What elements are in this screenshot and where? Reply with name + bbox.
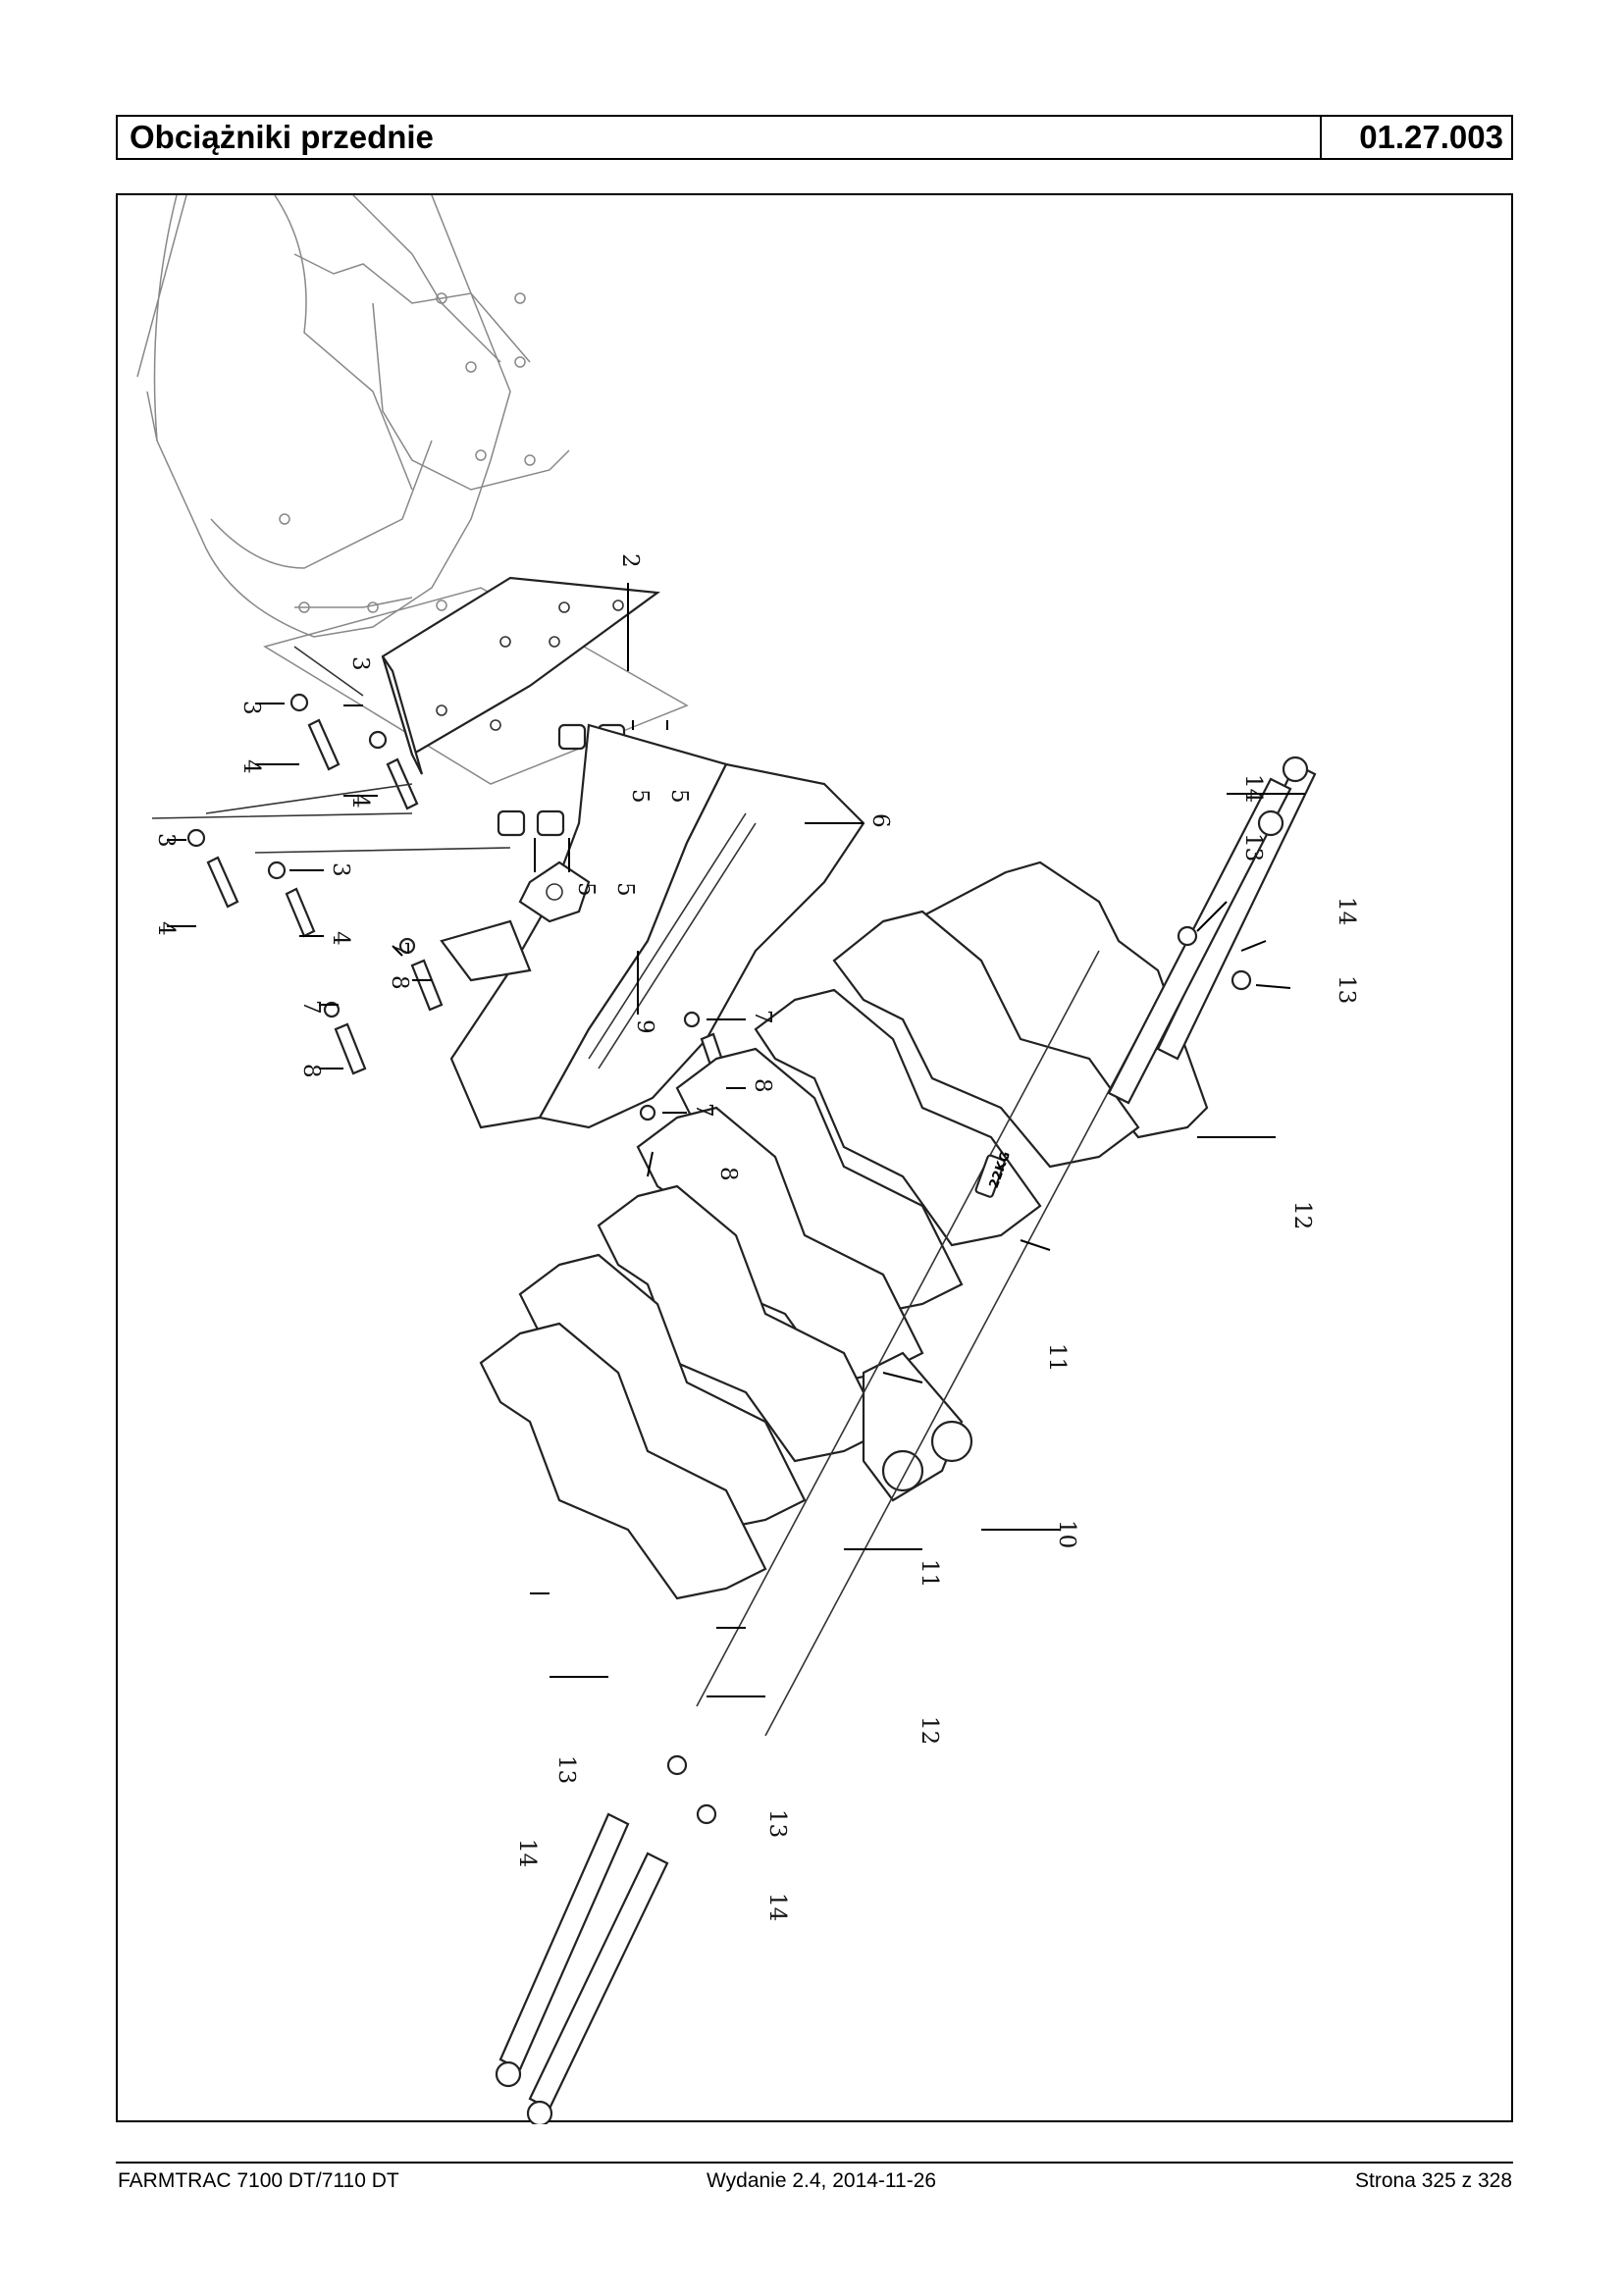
- callout-13c: 13: [553, 1755, 579, 1784]
- callout-14c: 14: [514, 1839, 540, 1867]
- callout-4a: 4: [238, 759, 264, 774]
- callout-3b: 3: [347, 656, 373, 671]
- callout-8a: 8: [387, 975, 412, 990]
- callout-12a: 12: [1289, 1201, 1315, 1229]
- callout-10: 10: [1054, 1520, 1079, 1548]
- callout-7c: 7: [750, 1010, 775, 1024]
- page-header: Obciążniki przednie 01.27.003: [116, 115, 1513, 160]
- callout-8c: 8: [750, 1078, 775, 1093]
- callout-5a: 5: [573, 882, 599, 897]
- callout-2: 2: [617, 553, 643, 568]
- callout-4b: 4: [347, 794, 373, 808]
- callout-4d: 4: [328, 931, 353, 946]
- weight-plates: 22KG 22KG: [479, 861, 1230, 1737]
- long-bolts: [495, 756, 1317, 2124]
- callout-numbers: 2 3 3 3 3 4 4 4 4 5 5 5 5 6 7 7 7 7 8 8 …: [153, 553, 1359, 1921]
- callout-11b: 11: [917, 1559, 942, 1588]
- callout-3c: 3: [153, 833, 179, 848]
- section-code: 01.27.003: [1320, 117, 1511, 158]
- exploded-parts-diagram: 22KG 22KG: [136, 195, 1359, 2124]
- callout-7d: 7: [691, 1103, 716, 1118]
- callout-11a: 11: [1044, 1343, 1070, 1372]
- page-title: Obciążniki przednie: [130, 119, 434, 155]
- callout-13a: 13: [1240, 833, 1266, 861]
- callout-9: 9: [632, 1019, 657, 1034]
- footer-page-number: Strona 325 z 328: [1355, 2169, 1512, 2192]
- callout-3d: 3: [328, 862, 353, 877]
- bolts-and-washers-left: [151, 646, 511, 938]
- callout-8b: 8: [298, 1064, 324, 1078]
- callout-3a: 3: [238, 701, 264, 715]
- callout-14d: 14: [764, 1893, 790, 1921]
- callout-14a: 14: [1240, 774, 1266, 803]
- callout-13d: 13: [764, 1809, 790, 1838]
- callout-5d: 5: [666, 789, 692, 804]
- callout-13b: 13: [1334, 975, 1359, 1004]
- drawing-frame: 22KG 22KG: [116, 193, 1513, 2124]
- mounting-bracket: [381, 576, 660, 775]
- callout-4c: 4: [153, 921, 179, 936]
- footer-model: FARMTRAC 7100 DT/7110 DT: [118, 2169, 399, 2192]
- callout-7a: 7: [387, 941, 412, 956]
- callout-8d: 8: [715, 1167, 741, 1181]
- callout-12b: 12: [917, 1716, 942, 1745]
- locking-latch: [518, 861, 591, 923]
- callout-6: 6: [867, 813, 893, 828]
- callout-7b: 7: [298, 1000, 324, 1015]
- footer-edition: Wydanie 2.4, 2014-11-26: [707, 2169, 937, 2192]
- footer-rule: [116, 2162, 1513, 2164]
- weight-carrier: [440, 723, 865, 1129]
- callout-leaders: [167, 583, 1305, 1697]
- callout-5c: 5: [627, 789, 653, 804]
- callout-14b: 14: [1334, 897, 1359, 925]
- callout-5b: 5: [612, 882, 638, 897]
